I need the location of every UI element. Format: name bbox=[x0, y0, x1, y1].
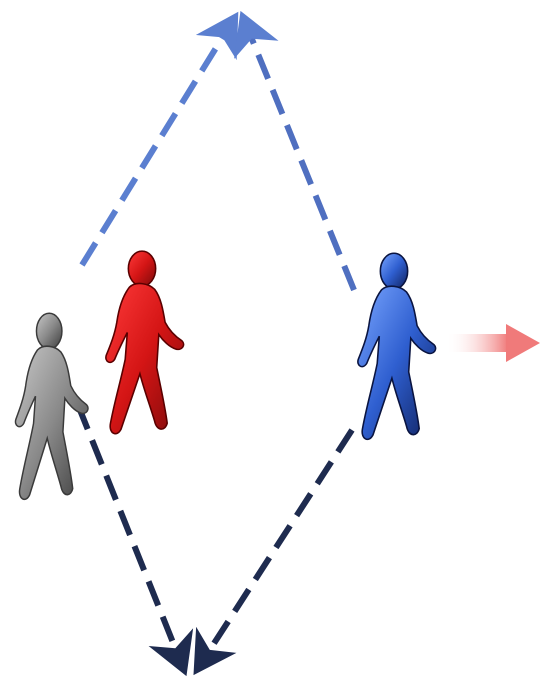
blue-runner bbox=[357, 252, 437, 441]
gray-runner bbox=[14, 312, 89, 501]
lower-right-path bbox=[193, 428, 355, 676]
red-runner bbox=[105, 250, 185, 435]
motion-arrow bbox=[446, 324, 540, 362]
upper-left-path bbox=[79, 11, 239, 267]
upper-right-path bbox=[234, 10, 357, 292]
lower-left-path bbox=[75, 403, 194, 677]
